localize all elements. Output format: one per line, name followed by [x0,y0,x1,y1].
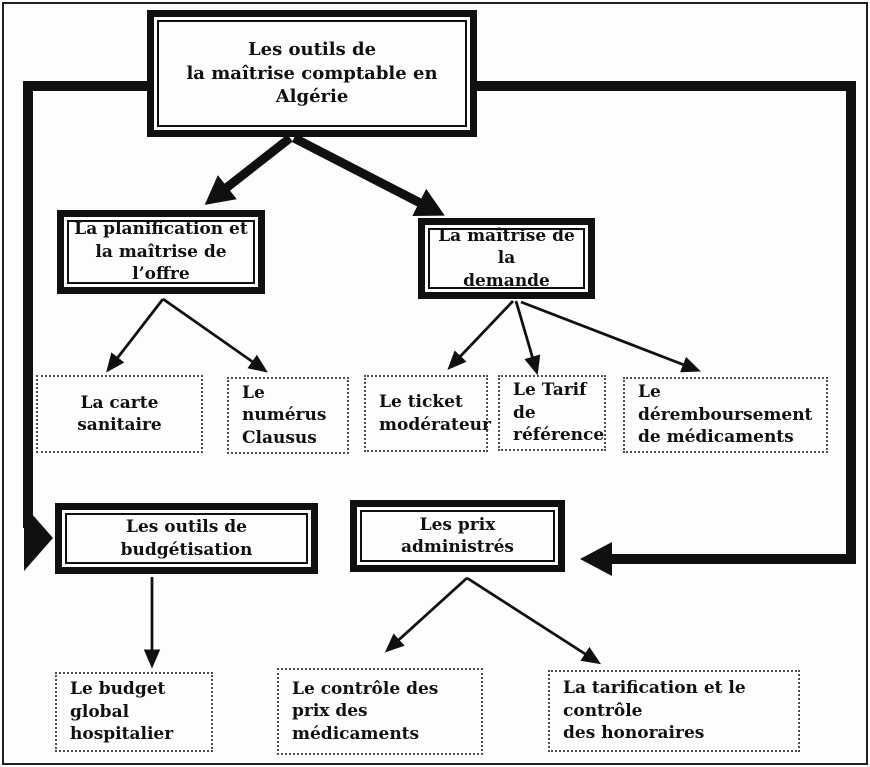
node-budgetisation-inner: Les outils de budgétisation [65,513,308,564]
node-ticket-moderateur: Le ticket modérateur [364,375,491,452]
connector-root-planification [204,134,293,205]
node-demande-label: La maîtrise de la demande [438,225,575,291]
connector-planification-numerus [162,297,268,373]
node-prix-administres-label: Les prix administrés [401,514,514,557]
node-root-inner: Les outils de la maîtrise comptable en A… [157,20,467,127]
connector-root-budgetisation-arrowhead [24,505,53,571]
node-planification-inner: La planification et la maîtrise de l’off… [67,219,255,285]
node-root: Les outils de la maîtrise comptable en A… [147,10,477,137]
connector-root-budgetisation [23,81,150,528]
node-demande: La maîtrise de la demande [418,218,595,299]
node-tarification: La tarification et le contrôle des honor… [548,670,800,752]
node-demande-inner: La maîtrise de la demande [428,225,585,291]
node-prix-administres: Les prix administrés [350,500,565,572]
node-deremboursement-label: Le déremboursement de médicaments [638,382,813,448]
node-tarif-reference: Le Tarif de référence [498,375,606,451]
node-controle-prix: Le contrôle des prix des médicaments [277,668,483,755]
node-tarif-reference-label: Le Tarif de référence [513,380,605,446]
node-tarification-label: La tarification et le contrôle des honor… [563,678,746,744]
connector-root-prix [475,81,856,577]
node-deremboursement: Le déremboursement de médicaments [623,377,828,453]
connector-demande-tarif [514,300,541,376]
node-carte-sanitaire-label: La carte sanitaire [77,392,162,435]
node-planification-label: La planification et la maîtrise de l’off… [74,219,248,285]
connector-prix-controle [384,576,468,653]
node-budgetisation: Les outils de budgétisation [55,503,318,574]
node-planification: La planification et la maîtrise de l’off… [57,210,265,294]
node-ticket-moderateur-label: Le ticket modérateur [379,392,491,435]
node-numerus-clausus-label: Le numérus Clausus [242,382,327,448]
connector-demande-ticket [447,300,514,370]
node-budget-global: Le budget global hospitalier [55,672,213,752]
connector-prix-tarification [466,576,602,665]
node-budget-global-label: Le budget global hospitalier [70,679,174,745]
node-carte-sanitaire: La carte sanitaire [36,375,203,453]
connector-root-demande [291,133,445,217]
node-prix-administres-inner: Les prix administrés [360,510,555,562]
node-controle-prix-label: Le contrôle des prix des médicaments [292,678,439,744]
node-budgetisation-label: Les outils de budgétisation [120,517,253,560]
node-root-label: Les outils de la maîtrise comptable en A… [186,38,438,108]
connector-planification-carte [106,298,165,373]
connector-demande-deremboursement [520,300,701,373]
node-numerus-clausus: Le numérus Clausus [227,377,349,454]
